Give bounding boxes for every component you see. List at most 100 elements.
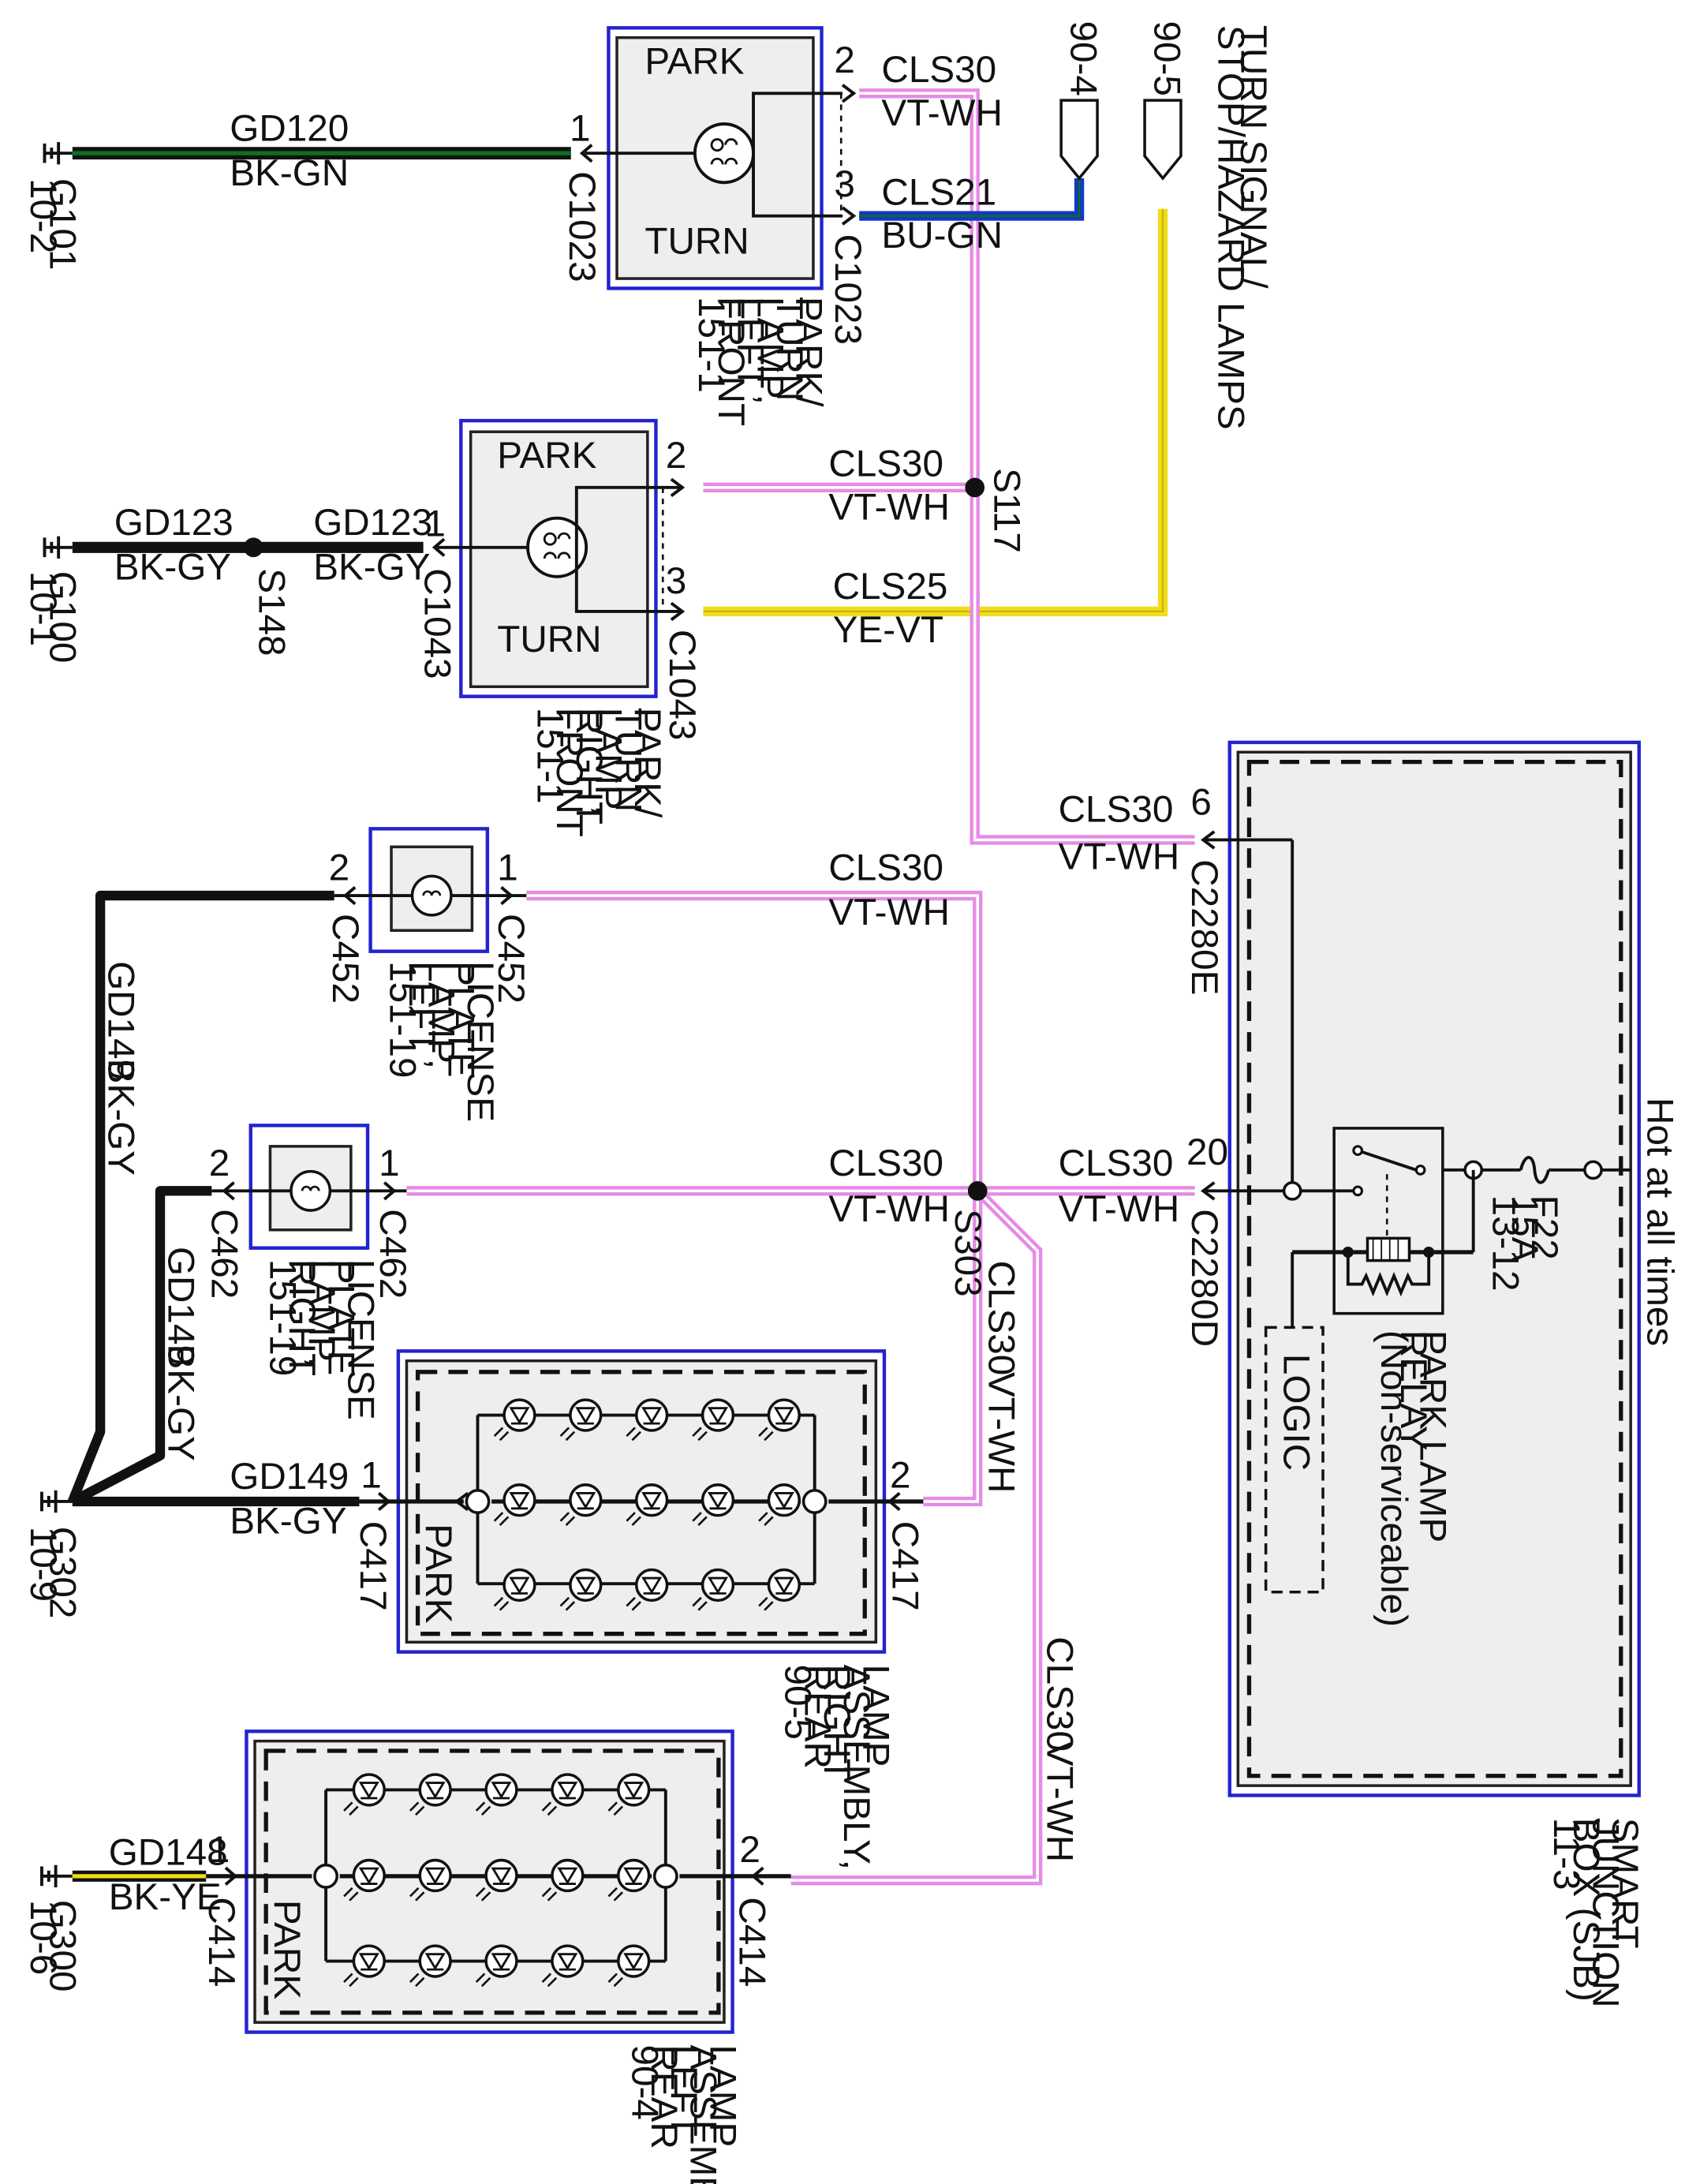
label-bk-gy-d: BK-GY	[100, 1059, 142, 1176]
label-bk-ye: BK-YE	[109, 1876, 222, 1918]
ref-90-4[interactable]: 90-4	[1059, 21, 1104, 181]
label-bk-gn: BK-GN	[230, 152, 349, 194]
lr-led-10	[343, 1944, 386, 1988]
lr-led-0	[343, 1773, 386, 1816]
conn-c417-a: C417	[352, 1521, 394, 1611]
label-bk-gy-e: BK-GY	[160, 1344, 202, 1461]
label-gd149-b: GD149	[100, 961, 142, 1080]
g101-label: G101	[42, 178, 84, 271]
lr-park-label: PARK	[266, 1900, 308, 1999]
label-gd120: GD120	[230, 107, 349, 149]
wire-gd149	[68, 890, 360, 1507]
license-lamp-right	[211, 1124, 407, 1250]
wire-cls21	[859, 178, 1085, 221]
conn-c417-b: C417	[884, 1521, 926, 1611]
svg-text:151-1: 151-1	[529, 708, 570, 804]
fuse-f22-label: F22 15A 13-12	[1484, 1195, 1564, 1292]
pin-ll-1: 1	[497, 847, 518, 889]
g302-page: 10-9	[22, 1527, 64, 1602]
svg-text:15A: 15A	[1504, 1195, 1545, 1262]
lr-led-7	[475, 1858, 518, 1902]
svg-text:FRONT: FRONT	[548, 708, 590, 837]
ref-90-5[interactable]: 90-5	[1143, 21, 1187, 181]
svg-text:LAMP,: LAMP,	[420, 961, 462, 1069]
wire-cls25	[703, 208, 1168, 617]
svg-text:90-5: 90-5	[777, 1665, 819, 1740]
label-cls30-3: CLS30	[1059, 789, 1174, 831]
pin-rf-3: 3	[666, 560, 687, 602]
rr-led-grid	[493, 1398, 801, 1611]
lr-led-8	[541, 1858, 585, 1902]
svg-text:LEFT: LEFT	[730, 297, 772, 389]
rf-lamp-name: PARK/ TURN LAMP, RIGHT FRONT 151-1	[529, 708, 668, 837]
ground-g300: G300 10-6	[22, 1864, 84, 1991]
pin-rr-1: 1	[361, 1454, 382, 1496]
g100-page: 10-1	[22, 571, 64, 646]
label-vtwh-2: VT-WH	[828, 486, 950, 528]
label-cls30-8: CLS30	[1038, 1636, 1080, 1752]
lr-led-3	[541, 1773, 585, 1816]
sjb-name: SMART JUNCTION BOX (SJB) 11-3	[1545, 1818, 1646, 2008]
svg-text:PARK/: PARK/	[626, 708, 668, 818]
svg-text:LEFT: LEFT	[663, 2044, 704, 2137]
splice-s303	[967, 1180, 988, 1201]
label-cls30-2: CLS30	[828, 443, 943, 485]
ground-g101: G101 10-2	[22, 142, 84, 271]
rr-led-7	[626, 1483, 669, 1526]
g302-label: G302	[42, 1527, 84, 1619]
svg-text:PARK/: PARK/	[788, 297, 830, 407]
ref-90-5-label: 90-5	[1145, 21, 1187, 95]
svg-text:F22: F22	[1523, 1195, 1565, 1260]
conn-c1023-a: C1023	[561, 171, 603, 282]
label-vtwh-6: VT-WH	[1059, 1188, 1180, 1230]
rr-led-9	[758, 1483, 801, 1526]
label-gd148: GD148	[109, 1832, 228, 1874]
rr-led-6	[559, 1483, 603, 1526]
svg-text:TURN: TURN	[607, 708, 648, 812]
turn-signal-label-2: STOP/HAZARD LAMPS	[1210, 25, 1252, 430]
rr-led-2	[626, 1398, 669, 1442]
lf-park-label: PARK	[644, 41, 744, 83]
lamp-right-front: PARK TURN	[432, 418, 686, 698]
pin-lf-1: 1	[570, 107, 591, 149]
conn-c1043-b: C1043	[661, 630, 703, 740]
lamp-assembly-right-rear: PARK	[359, 1349, 924, 1654]
svg-text:11-3: 11-3	[1545, 1818, 1587, 1890]
label-vtwh-1: VT-WH	[881, 92, 1003, 134]
lr-led-grid	[343, 1773, 651, 1988]
label-vtwh-8: VT-WH	[1038, 1741, 1080, 1863]
lamp-left-front: PARK TURN	[579, 26, 857, 290]
svg-text:REAR: REAR	[796, 1665, 838, 1769]
svg-text:FRONT: FRONT	[710, 297, 752, 426]
svg-text:RIGHT: RIGHT	[568, 708, 610, 825]
lr-led-12	[475, 1944, 518, 1988]
lr-led-2	[475, 1773, 518, 1816]
svg-text:TURN: TURN	[768, 297, 810, 401]
license-lamp-left	[334, 827, 527, 953]
rr-led-5	[493, 1483, 536, 1526]
lr-led-4	[607, 1773, 651, 1816]
rr-led-10	[493, 1568, 536, 1611]
lr-led-5	[343, 1858, 386, 1902]
label-vtwh-3: VT-WH	[1059, 836, 1180, 878]
label-cls30-4: CLS30	[828, 847, 943, 889]
label-cls25: CLS25	[833, 566, 948, 608]
svg-text:RIGHT: RIGHT	[281, 1259, 323, 1376]
s148-label: S148	[250, 568, 292, 656]
hot-at-all-times: Hot at all times	[1638, 1098, 1680, 1346]
lr-led-9	[607, 1858, 651, 1902]
svg-text:LAMP,: LAMP,	[301, 1259, 342, 1367]
rr-lamp-name: LAMP ASSEMBLY, RIGHT REAR 90-5	[777, 1665, 897, 1870]
pin-lra-2: 2	[739, 1829, 760, 1871]
conn-c462-a: C462	[203, 1209, 245, 1299]
label-cls30-1: CLS30	[881, 49, 996, 91]
svg-text:LICENSE: LICENSE	[339, 1259, 381, 1420]
rr-led-11	[559, 1568, 603, 1611]
lra-lamp-name: LAMP ASSEMBLY, LEFT REAR 90-4	[623, 2044, 743, 2184]
splice-s148	[243, 537, 263, 558]
pin-lr-1: 1	[379, 1142, 400, 1184]
svg-text:13-12: 13-12	[1484, 1195, 1526, 1292]
rr-led-3	[692, 1398, 735, 1442]
lr-led-11	[409, 1944, 452, 1988]
ll-lamp-name: LICENSE PLATE LAMP, LEFT 151-19	[381, 961, 501, 1122]
